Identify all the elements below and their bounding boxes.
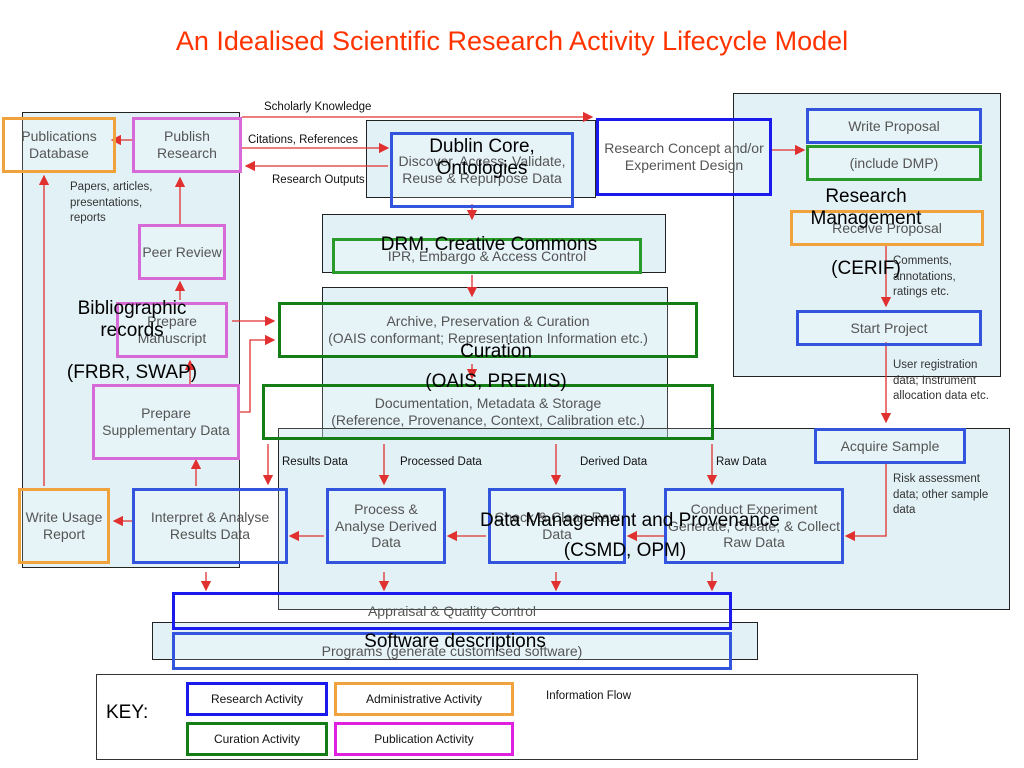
label-processed-data: Processed Data: [400, 456, 482, 468]
label-comments: Comments, annotations, ratings etc.: [893, 255, 956, 299]
write-proposal-box: Write Proposal: [806, 108, 982, 144]
label-citations: Citations, References: [248, 134, 358, 146]
include-dmp-box: (include DMP): [806, 145, 982, 181]
publish-research-box: Publish Research: [132, 117, 242, 173]
research-management-panel: [733, 93, 1001, 377]
arrow-acquire-to-conduct: [844, 464, 887, 542]
curation-panel: [322, 287, 668, 440]
write-usage-report-box: Write Usage Report: [18, 488, 110, 564]
receive-proposal-box: Receive Proposal: [790, 210, 984, 246]
drm-panel: [322, 214, 666, 273]
appraisal-quality-box: Appraisal & Quality Control: [172, 592, 732, 630]
overlay-frbr: (FRBR, SWAP): [66, 362, 198, 383]
process-analyse-box: Process & Analyse Derived Data: [326, 488, 446, 564]
check-clean-box: Check & Clean Raw Data: [488, 488, 626, 564]
ipr-embargo-box: IPR, Embargo & Access Control: [332, 238, 642, 274]
overlay-bibliographic: Bibliographic records: [77, 298, 187, 341]
key-research-activity: Research Activity: [186, 682, 328, 716]
conduct-experiment-box: Conduct Experiment Generate, Create, & C…: [664, 488, 844, 564]
prepare-manuscript-box: Prepare Manuscript: [116, 302, 228, 358]
overlay-curation: Curation: [460, 341, 532, 362]
documentation-line-1: Documentation, Metadata & Storage: [374, 395, 602, 412]
key-curation-activity: Curation Activity: [186, 722, 328, 756]
arrow-supp-to-archive: [240, 334, 276, 413]
acquire-sample-box: Acquire Sample: [814, 428, 966, 464]
page-title: An Idealised Scientific Research Activit…: [175, 26, 849, 56]
archive-preservation-box: Archive, Preservation & Curation (OAIS c…: [278, 302, 698, 358]
key-information-flow-label: Information Flow: [546, 690, 632, 702]
overlay-data-management: Data Management and Provenance: [480, 510, 780, 531]
key-publication-activity: Publication Activity: [334, 722, 514, 756]
label-scholarly-knowledge: Scholarly Knowledge: [264, 101, 372, 113]
archive-line-1: Archive, Preservation & Curation: [386, 313, 590, 330]
label-results-data: Results Data: [282, 456, 348, 468]
data-management-panel: [278, 428, 1010, 610]
programs-box: Programs (generate customised software): [172, 632, 732, 670]
overlay-drm: DRM, Creative Commons: [380, 234, 598, 255]
label-research-outputs: Research Outputs: [272, 174, 365, 186]
label-user-registration: User registration data; Instrument alloc…: [893, 359, 989, 403]
research-concept-box: Research Concept and/or Experiment Desig…: [596, 118, 772, 196]
label-risk-assessment: Risk assessment data; other sample data: [893, 473, 989, 517]
label-papers: Papers, articles, presentations, reports: [70, 181, 153, 225]
publications-database-box: Publications Database: [2, 117, 116, 173]
start-project-box: Start Project: [796, 310, 982, 346]
overlay-research-management: Research Management: [810, 186, 922, 229]
publication-panel: [22, 112, 240, 568]
key-administrative-activity: Administrative Activity: [334, 682, 514, 716]
overlay-software: Software descriptions: [364, 631, 546, 652]
overlay-csmd: (CSMD, OPM): [563, 540, 687, 561]
overlay-dublin-core: Dublin Core, Ontologies: [429, 136, 535, 179]
key-label: KEY:: [106, 702, 149, 723]
label-raw-data: Raw Data: [716, 456, 767, 468]
interpret-analyse-box: Interpret & Analyse Results Data: [132, 488, 288, 564]
label-derived-data: Derived Data: [580, 456, 648, 468]
prepare-supplementary-box: Prepare Supplementary Data: [92, 384, 240, 460]
overlay-oais: (OAIS, PREMIS): [425, 371, 567, 392]
documentation-metadata-box: Documentation, Metadata & Storage (Refer…: [262, 384, 714, 440]
archive-line-2: (OAIS conformant; Representation Informa…: [328, 330, 648, 346]
peer-review-box: Peer Review: [138, 224, 226, 280]
discover-box: Discover, Access, Validate, Reuse & Repu…: [390, 132, 574, 208]
documentation-line-2: (Reference, Provenance, Context, Calibra…: [331, 412, 645, 428]
overlay-cerif: (CERIF): [831, 258, 901, 279]
